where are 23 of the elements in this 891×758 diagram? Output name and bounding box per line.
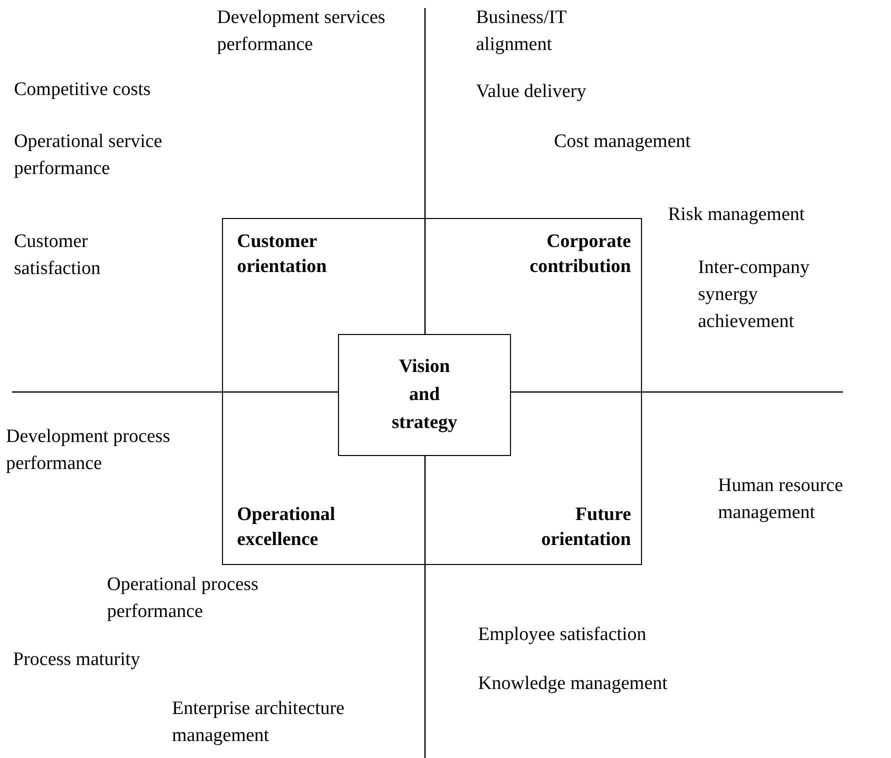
metric-label: Risk management — [668, 203, 806, 227]
center-heading: Vision and strategy — [390, 355, 458, 435]
quadrant-heading: Operational excellence — [237, 503, 336, 552]
metric-label: Process maturity — [13, 648, 142, 672]
metric-label: Value delivery — [476, 80, 588, 104]
metric-label: Human resource management — [718, 474, 844, 525]
metric-label: Development services performance — [217, 6, 386, 57]
metric-label: Inter-company synergy achievement — [698, 256, 810, 334]
metric-label: Operational process performance — [107, 573, 260, 624]
metric-label: Customer satisfaction — [14, 230, 102, 281]
metric-label: Development process performance — [6, 425, 172, 476]
metric-label: Business/IT alignment — [476, 6, 568, 57]
metric-label: Cost management — [554, 130, 692, 154]
quadrant-heading: Customer orientation — [237, 230, 328, 279]
metric-label: Operational service performance — [14, 130, 164, 181]
quadrant-heading: Corporate contribution — [528, 230, 631, 279]
center-box — [338, 334, 511, 456]
metric-label: Knowledge management — [478, 672, 668, 696]
metric-label: Competitive costs — [14, 78, 152, 102]
quadrant-heading: Future orientation — [540, 503, 631, 552]
quadrant-box — [222, 218, 642, 565]
metric-label: Enterprise architecture management — [172, 697, 346, 748]
metric-label: Employee satisfaction — [478, 623, 648, 647]
